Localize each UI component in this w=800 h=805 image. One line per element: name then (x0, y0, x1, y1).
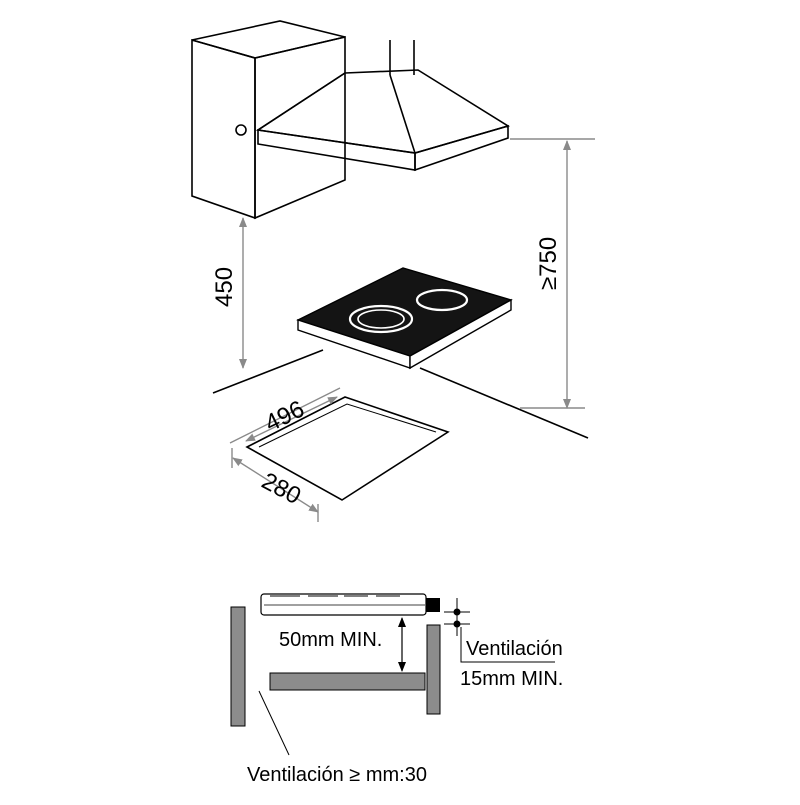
dimension-280-label: 280 (257, 467, 305, 510)
section-diagram: 50mm MIN. Ventilación 15mm MIN. Ventilac… (230, 593, 563, 786)
side-vent-label: Ventilación (466, 638, 563, 660)
range-hood (255, 40, 510, 172)
cabinet-knob (235, 124, 247, 136)
side-vent-marker (444, 598, 555, 663)
gap-min-label: 50mm MIN. (279, 629, 382, 651)
hob-profile (260, 593, 440, 616)
dimension-750: ≥750 (510, 138, 595, 409)
ceramic-hob (296, 267, 513, 370)
burner-small (415, 288, 469, 312)
dimension-450-label: 450 (211, 267, 238, 307)
control-knob (426, 598, 440, 612)
bottom-shelf (269, 672, 426, 691)
countertop (212, 349, 589, 439)
dimension-750-label: ≥750 (535, 237, 562, 290)
wall-cabinet (191, 20, 346, 220)
bottom-vent-leader (258, 690, 290, 756)
burner-large (348, 304, 414, 334)
right-cabinet-panel (426, 624, 441, 715)
bottom-vent-label: Ventilación ≥ mm:30 (247, 764, 427, 786)
left-cabinet-panel (230, 606, 246, 727)
dimension-280: 280 (231, 448, 319, 522)
dimension-450: 450 (211, 217, 247, 369)
side-vent-min-label: 15mm MIN. (460, 668, 563, 690)
